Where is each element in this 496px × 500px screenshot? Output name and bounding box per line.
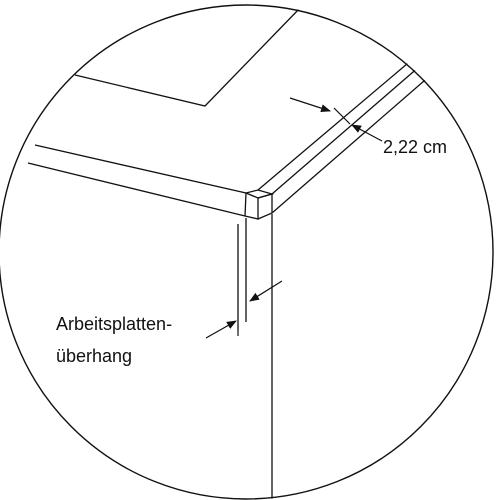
- thickness-dimension-label: 2,22 cm: [383, 137, 448, 157]
- countertop-corner-side: [257, 193, 273, 220]
- thickness-arrow-right: [351, 124, 383, 142]
- thickness-arrow-left: [289, 97, 331, 113]
- countertop-corner-top: [243, 189, 275, 199]
- overhang-label-line2: überhang: [56, 346, 133, 366]
- countertop-right-top-edge: [257, 57, 415, 191]
- countertop-right-mid-edge: [271, 65, 421, 195]
- detail-circle: [0, 4, 494, 500]
- countertop-corner-front: [244, 192, 259, 220]
- countertop-right-front-edge: [271, 73, 433, 214]
- countertop-back-outline: [74, 7, 301, 107]
- overhang-arrow-right: [249, 280, 283, 302]
- overhang-label-line1: Arbeitsplatten-: [56, 314, 173, 334]
- overhang-arrow-left: [205, 320, 237, 339]
- countertop-left-top-edge: [34, 144, 247, 194]
- thickness-extension-1: [333, 107, 351, 125]
- countertop-left-front-edge: [27, 162, 246, 217]
